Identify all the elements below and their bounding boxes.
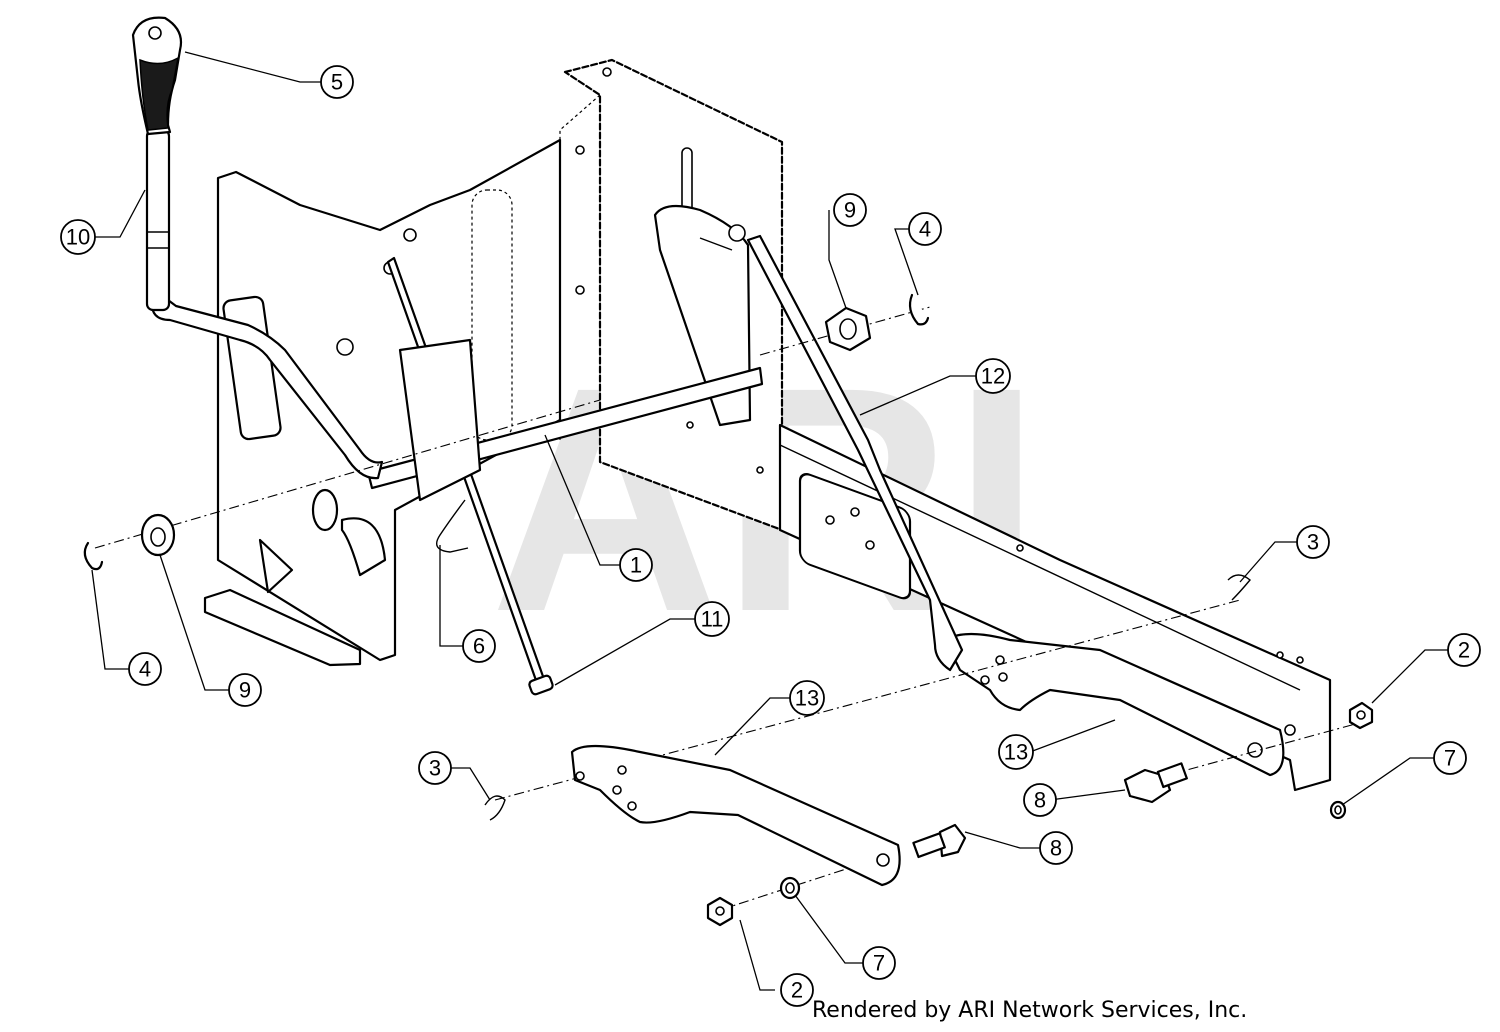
callout-2-upper: 2 (1447, 633, 1481, 667)
svg-text:12: 12 (981, 364, 1005, 389)
centerline-bolt (1149, 719, 1371, 781)
frame-plate-left (203, 138, 562, 667)
e-clip-right (908, 293, 930, 326)
svg-text:11: 11 (701, 607, 724, 632)
svg-text:8: 8 (1050, 836, 1062, 861)
svg-text:13: 13 (795, 686, 819, 711)
svg-text:4: 4 (919, 217, 931, 242)
svg-text:9: 9 (239, 678, 251, 703)
svg-text:7: 7 (873, 951, 885, 976)
shoulder-bolt-lower (912, 823, 967, 859)
callout-3-upper: 3 (1296, 525, 1330, 559)
callout-10: 10 (60, 219, 96, 255)
callout-6: 6 (462, 629, 496, 663)
hairpin-clip-lower (484, 795, 506, 821)
svg-text:3: 3 (429, 756, 441, 781)
svg-text:4: 4 (139, 657, 151, 682)
callout-13-upper: 13 (998, 734, 1034, 770)
callout-11: 11 (694, 601, 730, 637)
svg-text:8: 8 (1034, 788, 1046, 813)
callout-3-lower: 3 (418, 751, 452, 785)
shoulder-bolt-upper (1123, 762, 1188, 804)
e-clip-left (83, 541, 104, 571)
svg-text:5: 5 (331, 70, 343, 95)
lift-link-right (943, 632, 1285, 777)
callout-4-left: 4 (128, 652, 162, 686)
handle-grip (131, 16, 183, 136)
callout-5: 5 (320, 65, 354, 99)
svg-text:10: 10 (66, 225, 90, 250)
svg-text:9: 9 (844, 198, 856, 223)
svg-text:2: 2 (1458, 638, 1470, 663)
hex-nut-lower (706, 896, 734, 927)
callout-1: 1 (619, 548, 653, 582)
svg-text:13: 13 (1004, 740, 1028, 765)
lift-bracket-plate (653, 204, 752, 427)
callout-8-lower: 8 (1039, 831, 1073, 865)
spring (398, 338, 482, 553)
hairpin-clip-right (1227, 574, 1251, 601)
hex-nut-upper (1348, 701, 1374, 730)
rendered-by-credit: Rendered by ARI Network Services, Inc. (812, 998, 1248, 1023)
callout-9-right: 9 (833, 193, 867, 227)
svg-text:6: 6 (473, 634, 485, 659)
svg-text:7: 7 (1444, 746, 1456, 771)
callout-12: 12 (975, 358, 1011, 394)
svg-text:2: 2 (791, 978, 803, 1003)
callout-13-lower: 13 (789, 680, 825, 716)
washer-upper (1329, 800, 1347, 820)
lift-link-left (570, 744, 901, 887)
callout-4-right: 4 (908, 212, 942, 246)
lift-rod-12 (746, 234, 964, 672)
centerline-left (94, 399, 601, 549)
callout-9-left: 9 (228, 673, 262, 707)
svg-text:3: 3 (1307, 530, 1319, 555)
washer-lower (779, 876, 801, 900)
svg-text:1: 1 (630, 553, 642, 578)
callout-8-upper: 8 (1023, 783, 1057, 817)
callout-7-upper: 7 (1433, 741, 1467, 775)
callout-7-lower: 7 (862, 946, 896, 980)
flange-bushing-left (140, 513, 176, 557)
callout-2-lower: 2 (780, 973, 814, 1007)
